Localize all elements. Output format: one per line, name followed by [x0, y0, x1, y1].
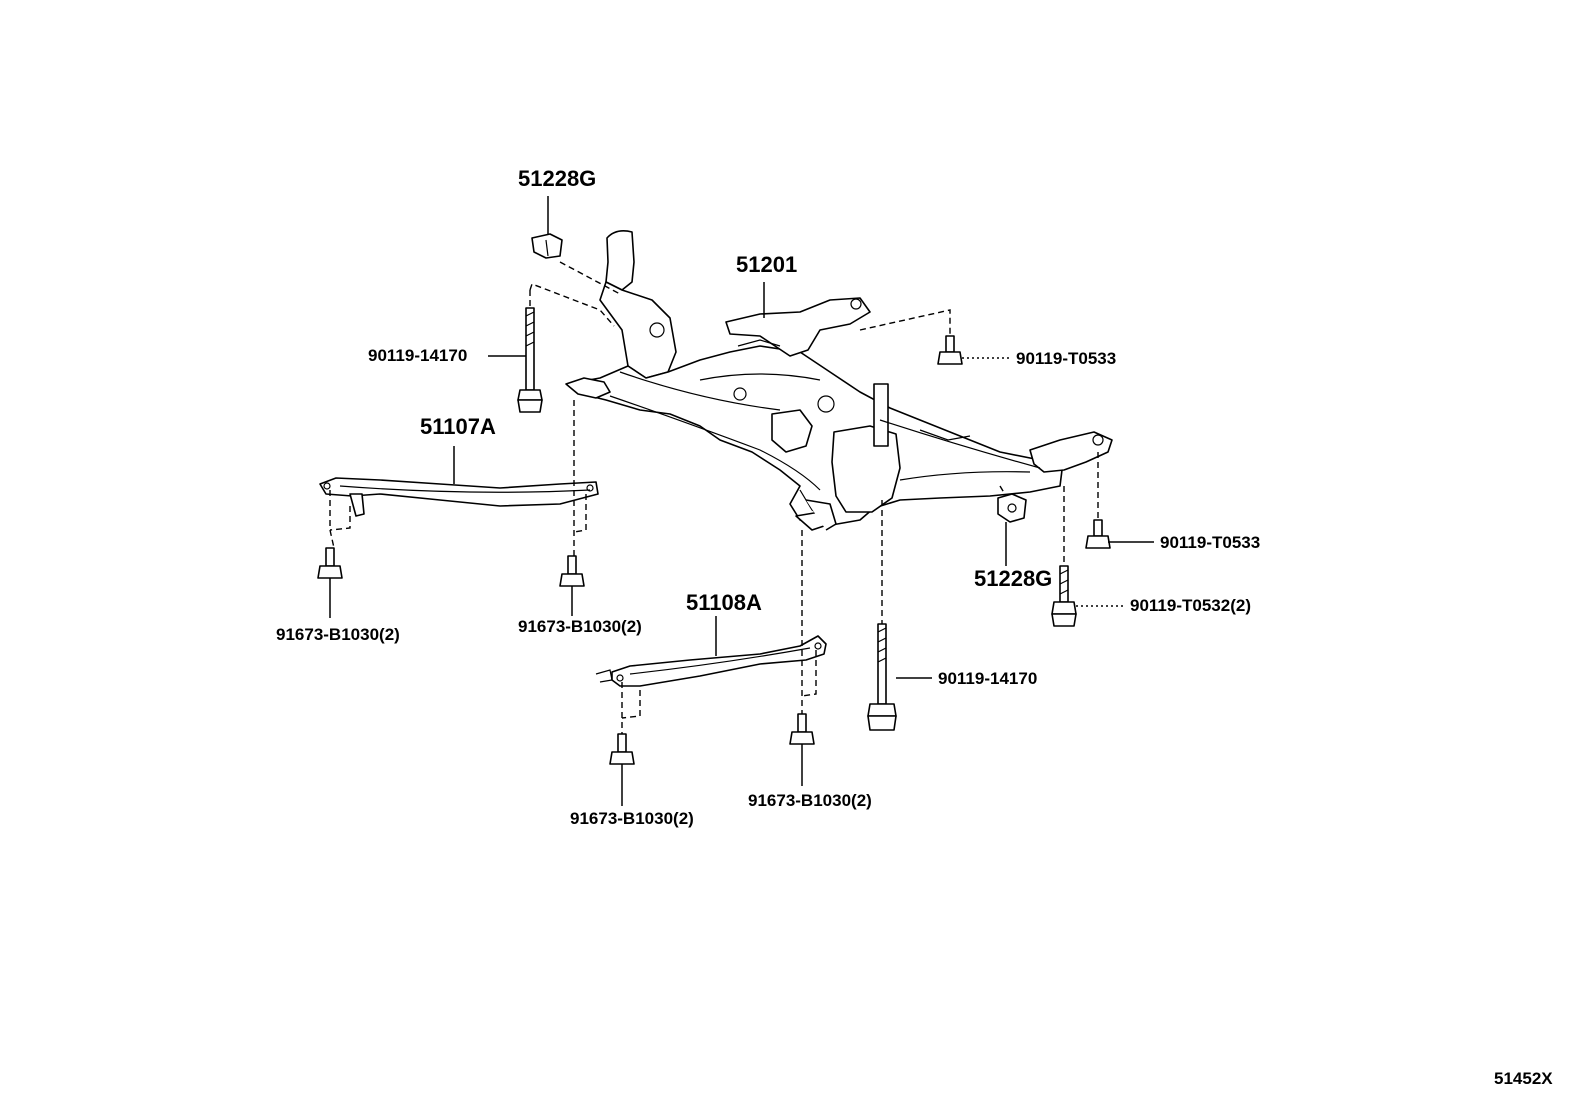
leader-lines — [329, 196, 1154, 806]
brace-left-drawing — [319, 477, 599, 517]
bolt-t0533-mid-drawing — [1085, 519, 1111, 549]
label-51108a: 51108A — [686, 590, 762, 615]
label-51201: 51201 — [736, 252, 797, 277]
label-51228g-upper: 51228G — [518, 166, 596, 191]
bolt-b1030-b-drawing — [559, 555, 585, 587]
label-51107a: 51107A — [420, 414, 496, 439]
clip-upper-drawing — [531, 233, 563, 259]
part-labels: 51228G 51201 90119-14170 90119-T0533 511… — [276, 166, 1260, 828]
clip-lower-drawing — [997, 493, 1027, 523]
label-90119-t0533-mid: 90119-T0533 — [1160, 533, 1260, 552]
bolt-b1030-c-drawing — [609, 733, 635, 765]
bolt-b1030-d-drawing — [789, 713, 815, 745]
label-51228g-lower: 51228G — [974, 566, 1052, 591]
bolt-t0533-top-drawing — [937, 335, 963, 365]
bolt-long-center-drawing — [867, 623, 897, 731]
bolt-b1030-a-drawing — [317, 547, 343, 579]
label-91673-b1030-c: 91673-B1030(2) — [570, 809, 694, 828]
label-91673-b1030-d: 91673-B1030(2) — [748, 791, 872, 810]
brace-right-drawing — [595, 635, 827, 687]
front-crossmember-drawing — [565, 230, 1113, 531]
assembly-lines — [329, 261, 1099, 734]
bolt-long-left-drawing — [517, 307, 543, 413]
label-91673-b1030-a: 91673-B1030(2) — [276, 625, 400, 644]
label-91673-b1030-b: 91673-B1030(2) — [518, 617, 642, 636]
label-90119-t0532: 90119-T0532(2) — [1130, 596, 1251, 615]
bolt-t0532-drawing — [1051, 565, 1077, 627]
figure-id: 51452X — [1494, 1069, 1553, 1088]
label-90119-14170-left: 90119-14170 — [368, 346, 467, 365]
label-90119-14170-center: 90119-14170 — [938, 669, 1037, 688]
label-90119-t0533-top: 90119-T0533 — [1016, 349, 1116, 368]
